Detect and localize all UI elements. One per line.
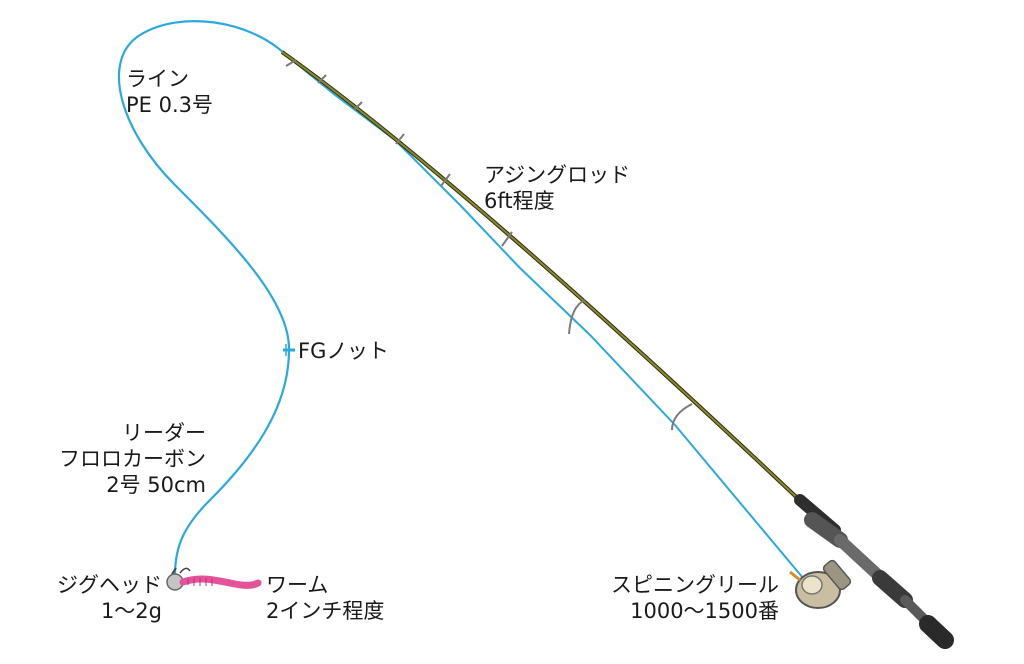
label-line: ライン PE 0.3号 <box>126 66 213 118</box>
label-leader-spec: 2号 50cm <box>106 473 206 497</box>
rod-handle <box>794 494 954 649</box>
rod-guides <box>285 59 693 431</box>
label-line-name: ライン <box>126 67 189 91</box>
pe-line <box>117 20 291 351</box>
label-jighead-spec: 1～2g <box>100 599 162 623</box>
label-worm-spec: 2インチ程度 <box>266 599 385 623</box>
label-leader-name: リーダー <box>122 421 206 445</box>
label-jighead-name: ジグヘッド <box>57 573 162 597</box>
line-along-rod <box>285 54 804 579</box>
label-worm-name: ワーム <box>266 573 329 597</box>
guide-7 <box>568 299 586 335</box>
label-rod-name: アジングロッド <box>484 163 631 187</box>
rod-blank <box>280 50 812 512</box>
guide-4 <box>395 133 405 145</box>
label-reel-name: スピニングリール <box>611 573 779 597</box>
guide-6 <box>501 231 513 247</box>
label-rod-spec: 6ft程度 <box>484 189 555 213</box>
label-leader: リーダー フロロカーボン 2号 50cm <box>59 420 206 498</box>
label-jighead: ジグヘッド 1～2g <box>57 572 162 624</box>
guide-8 <box>671 403 693 431</box>
label-knot: FGノット <box>298 338 389 364</box>
label-line-spec: PE 0.3号 <box>126 93 214 117</box>
label-reel-spec: 1000～1500番 <box>630 599 779 623</box>
guide-5 <box>440 173 451 187</box>
leader-line <box>173 349 291 576</box>
fg-knot-marker <box>283 344 295 356</box>
guide-3 <box>353 101 363 111</box>
label-knot-name: FGノット <box>298 339 389 363</box>
guide-1 <box>285 59 297 67</box>
label-worm: ワーム 2インチ程度 <box>266 572 384 624</box>
rod-blank-highlight <box>281 51 811 511</box>
spinning-reel <box>789 559 852 609</box>
guide-2 <box>317 74 327 84</box>
label-leader-material: フロロカーボン <box>59 447 206 471</box>
worm <box>179 575 262 589</box>
label-rod: アジングロッド 6ft程度 <box>484 162 630 214</box>
label-reel: スピニングリール 1000～1500番 <box>611 572 779 624</box>
